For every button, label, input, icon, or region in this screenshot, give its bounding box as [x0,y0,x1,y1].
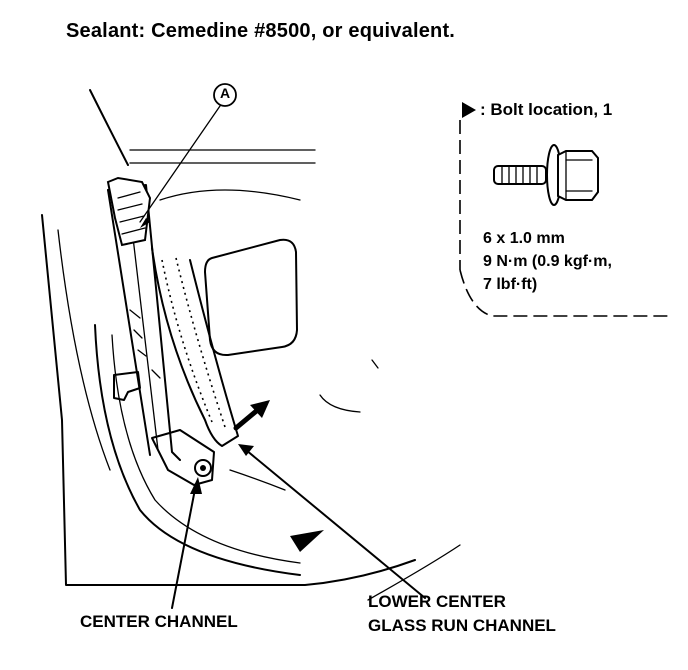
sealant-title: Sealant: Cemedine #8500, or equivalent. [66,20,456,42]
door-panel-outline [41,89,461,601]
callout-a-marker [139,83,237,228]
center-channel-label: CENTER CHANNEL [80,612,238,631]
inner-bracket [113,371,141,401]
bolt-torque-spec: 9 N·m (0.9 kgf·m, [483,253,612,270]
lower-center-glass-run-channel-part [151,247,239,447]
bolt-location-label: : Bolt location, 1 [480,100,613,119]
callout-a-label: A [219,85,231,101]
bolt-size-spec: 6 x 1.0 mm [483,230,565,247]
window-opening [204,238,298,357]
lower-center-label-line1: LOWER CENTER [368,592,506,611]
bolt-icon [493,144,599,206]
bolt-marker-icon [462,102,476,118]
label-leader-lines [171,444,426,609]
center-channel-part [106,176,215,486]
bolt-torque-spec-imperial: 7 lbf·ft) [483,276,538,293]
lower-center-label-line2: GLASS RUN CHANNEL [368,616,556,635]
outward-arrow-icon [233,400,270,431]
legend-border [459,120,668,317]
bolt-location-marker-icon [290,530,324,552]
